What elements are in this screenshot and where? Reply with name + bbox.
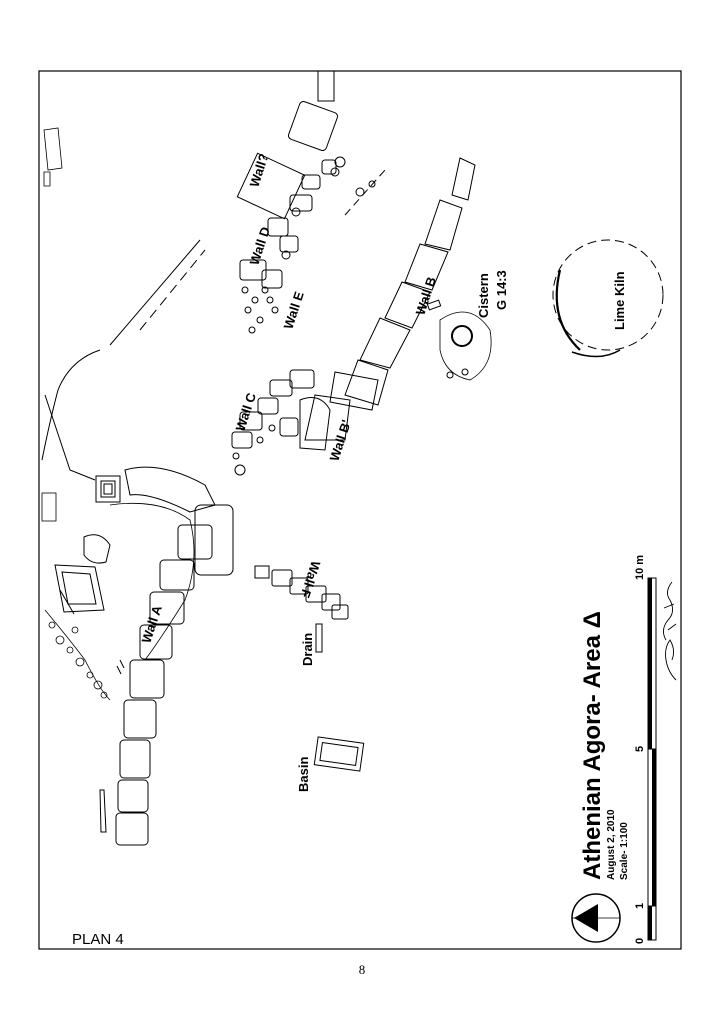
north-arrow-icon: N (571, 893, 621, 943)
page-number: 8 (358, 962, 366, 977)
plan-scale: Scale- 1:100 (619, 822, 630, 880)
wall-b-label: Wall B (413, 275, 439, 317)
scale-tick-0: 0 (634, 938, 646, 944)
lime-kiln (552, 239, 664, 358)
wall-question-label: Wall? (247, 152, 272, 189)
trench-lines (41, 169, 386, 481)
wall-c-stones (231, 369, 315, 476)
cistern-label: Cistern (476, 273, 491, 318)
lime-kiln-label: Lime Kiln (612, 271, 627, 330)
scale-bar (647, 577, 657, 941)
plan-title: Athenian Agora- Area Δ (579, 611, 606, 880)
basin-label: Basin (296, 757, 311, 792)
scale-tick-1: 1 (634, 903, 646, 909)
scale-tick-10: 10 m (634, 555, 646, 580)
plan-frame (38, 70, 682, 950)
cistern-id-label: G 14:3 (494, 270, 509, 310)
wall-d-label: Wall D (247, 225, 273, 267)
cistern (426, 299, 492, 381)
wall-f-label: Wall F (297, 559, 323, 600)
plan-date: August 2, 2010 (606, 809, 617, 880)
wall-b-blocks (279, 157, 476, 451)
wall-a-blocks (54, 466, 234, 846)
scale-tick-5: 5 (634, 746, 646, 752)
signature-icon (663, 581, 677, 681)
wall-f-stones (254, 565, 349, 620)
plan-number-label: PLAN 4 (72, 931, 124, 948)
wall-a-rubble (41, 127, 195, 701)
wall-e-label: Wall E (281, 289, 307, 331)
drain-label: Drain (300, 633, 315, 666)
north-letter: N (582, 915, 597, 924)
drain (315, 623, 323, 653)
basin (313, 736, 365, 772)
wall-d-e-stones (236, 70, 376, 334)
